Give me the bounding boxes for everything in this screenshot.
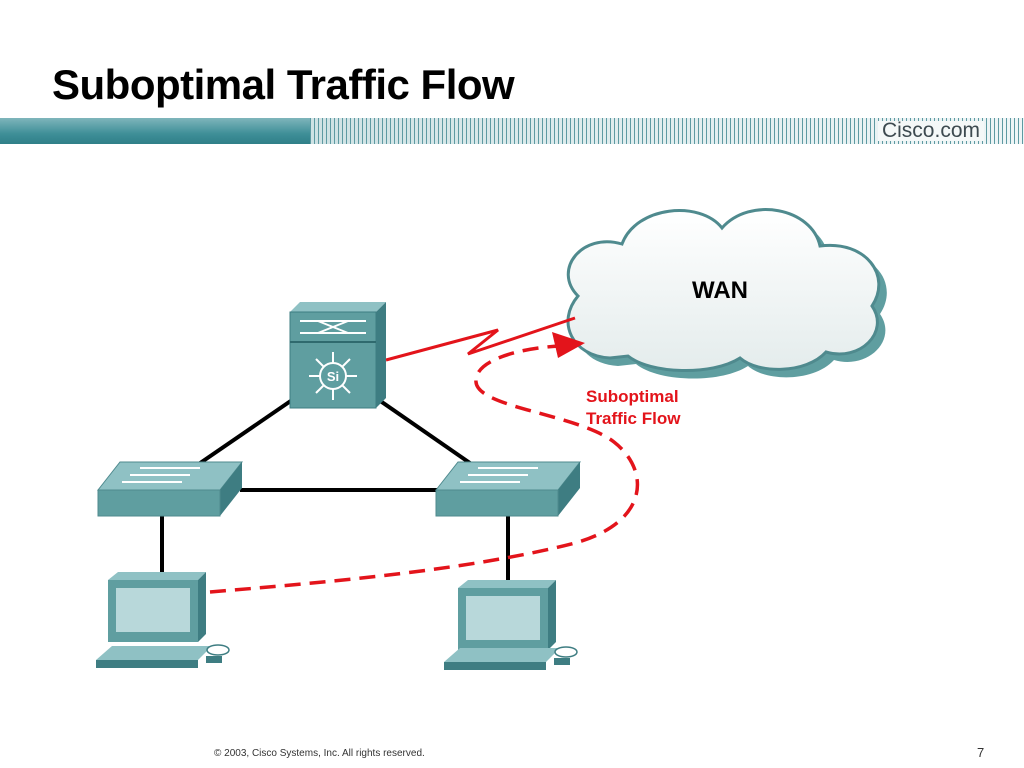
multilayer-switch-icon: Si: [289, 302, 386, 409]
network-links: [160, 396, 510, 580]
wan-serial-link: [385, 316, 576, 362]
annotation-line-2: Traffic Flow: [586, 409, 681, 428]
page-number: 7: [977, 745, 985, 760]
right-access-switch-icon: [434, 461, 582, 517]
link-core-to-left-switch: [188, 396, 297, 472]
footer-copyright: © 2003, Cisco Systems, Inc. All rights r…: [214, 748, 425, 759]
left-access-switch-icon: [96, 461, 244, 517]
link-core-to-right-switch: [374, 396, 482, 472]
flow-arrowhead: [552, 332, 585, 358]
left-workstation-icon: [96, 572, 230, 668]
slide-title: Suboptimal Traffic Flow: [52, 61, 515, 108]
right-workstation-icon: [444, 580, 578, 670]
annotation-line-1: Suboptimal: [586, 387, 679, 406]
wan-label: WAN: [692, 277, 748, 304]
cisco-logo: Cisco.com: [877, 120, 984, 141]
switch-badge-label: Si: [327, 369, 339, 384]
banner-solid-bar: [0, 118, 330, 144]
header-banner: Cisco.com: [0, 118, 1024, 144]
wan-cloud: WAN: [566, 208, 887, 379]
suboptimal-flow-path: [209, 344, 640, 594]
